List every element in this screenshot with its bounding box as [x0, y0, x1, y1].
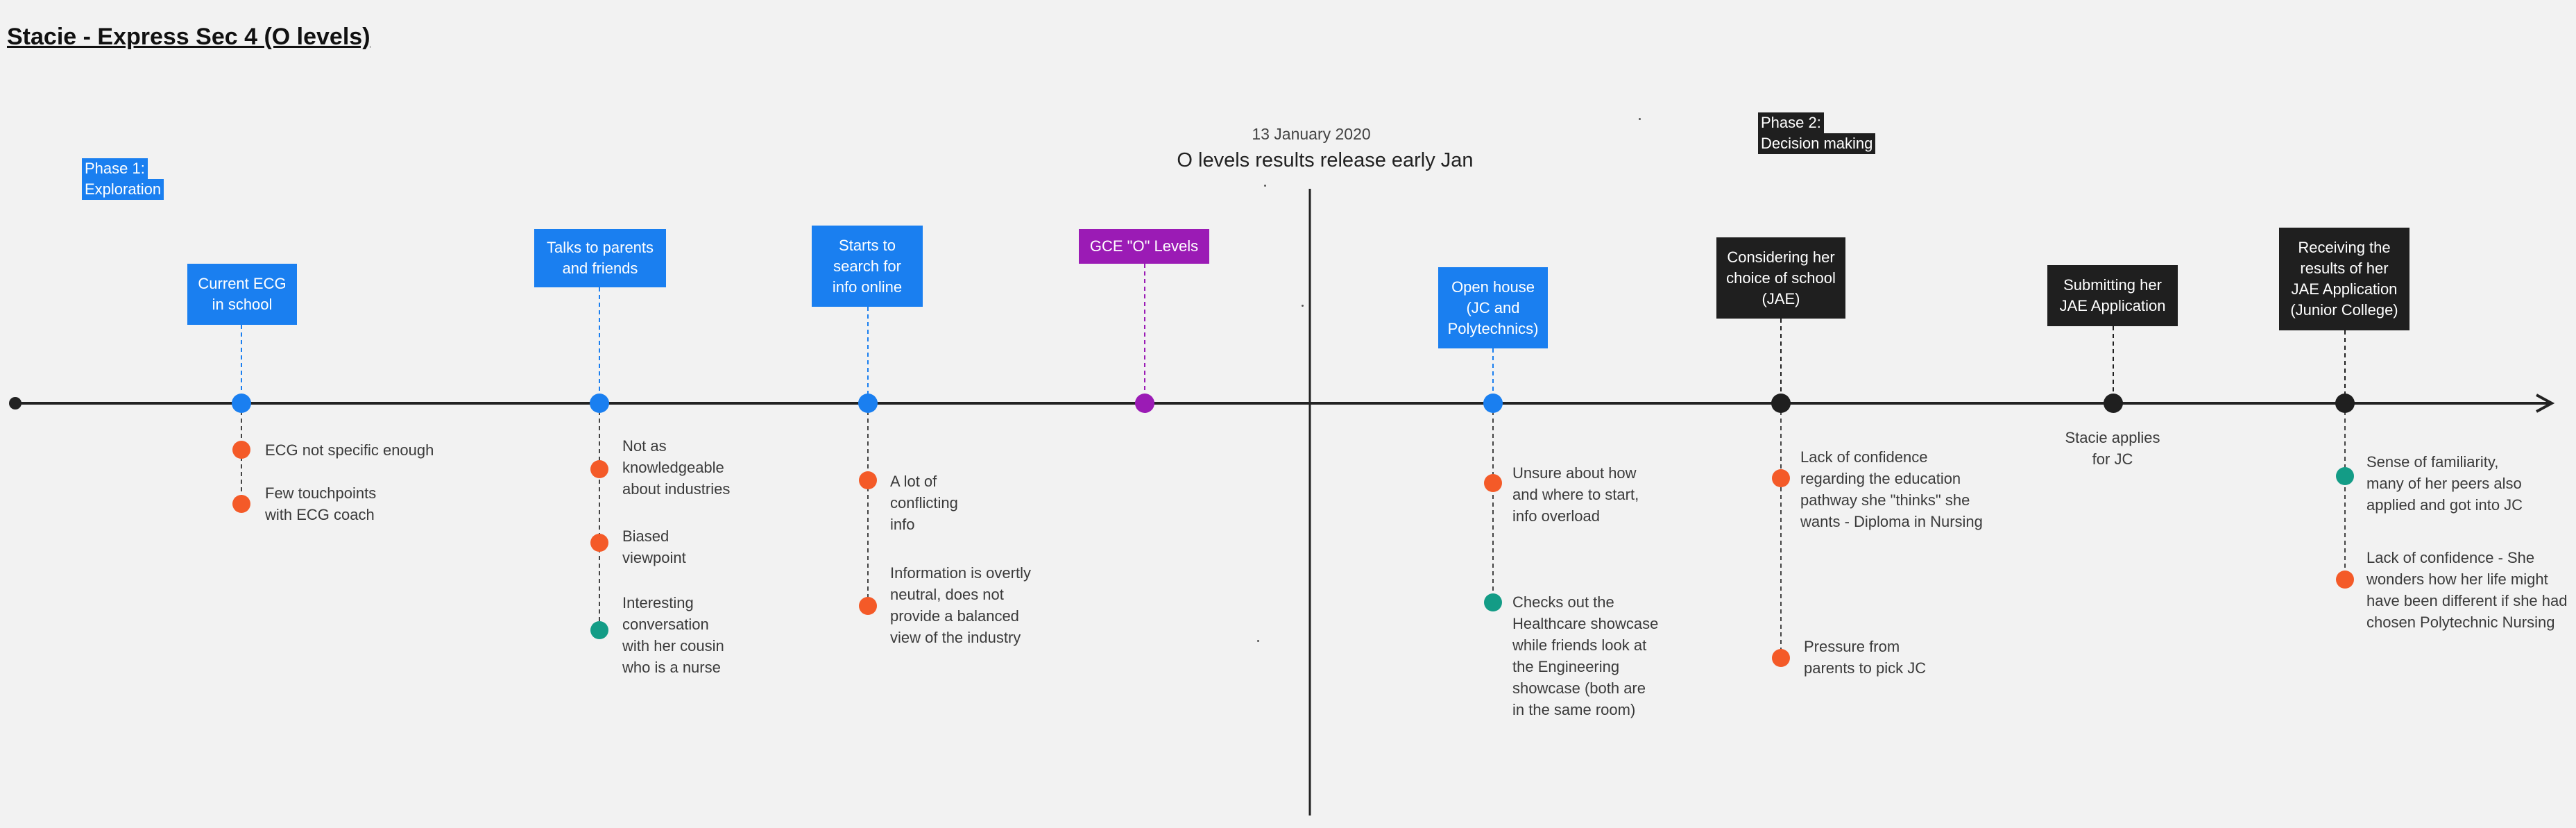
positive-note-dot	[590, 621, 608, 639]
note-cousin-nurse: Interesting conversation with her cousin…	[622, 594, 724, 676]
pain-point-dot	[859, 471, 877, 489]
event-card-search-online[interactable]: Starts to search for info online	[812, 226, 923, 307]
page-title: Stacie - Express Sec 4 (O levels)	[7, 24, 370, 50]
timeline-node	[1771, 394, 1791, 413]
note-info-overload: Unsure about how and where to start, inf…	[1512, 464, 1639, 525]
note-conflicting-info: A lot of conflicting info	[890, 473, 958, 533]
event-card-gce-o-levels[interactable]: GCE "O" Levels	[1079, 229, 1209, 264]
note-not-knowledgeable: Not as knowledgeable about industries	[622, 437, 731, 498]
note-ecg-not-specific: ECG not specific enough	[265, 441, 434, 459]
timeline-node	[858, 394, 878, 413]
timeline-node	[2335, 394, 2355, 413]
connector-lines	[241, 264, 2346, 658]
timeline-node	[1483, 394, 1503, 413]
event-card-considering-school[interactable]: Considering her choice of school (JAE)	[1716, 237, 1845, 319]
timeline-start-dot	[9, 397, 22, 409]
phase-2-name: Decision making	[1758, 133, 1876, 154]
phase-1-name: Exploration	[82, 179, 164, 200]
timeline-node	[232, 394, 251, 413]
positive-note-dot	[1484, 593, 1502, 611]
timeline-node	[1135, 394, 1154, 413]
pain-point-dot	[590, 460, 608, 478]
pain-point-dot	[2336, 571, 2354, 589]
pain-point-dot	[1772, 469, 1790, 487]
stray-dot	[1302, 305, 1304, 307]
caption-applies-jc: Stacie applies for JC	[2065, 429, 2160, 468]
stray-dot	[1257, 640, 1259, 642]
phase-1-number: Phase 1:	[82, 158, 148, 179]
note-healthcare-showcase: Checks out the Healthcare showcase while…	[1512, 593, 1659, 718]
timeline-node	[590, 394, 609, 413]
phase-2-label: Phase 2: Decision making	[1758, 112, 1876, 154]
positive-note-dot	[2336, 467, 2354, 485]
note-biased-viewpoint: Biased viewpoint	[622, 527, 686, 566]
note-overtly-neutral: Information is overtly neutral, does not…	[890, 564, 1031, 646]
pain-point-dot	[232, 495, 250, 513]
phase-2-number: Phase 2:	[1758, 112, 1824, 133]
note-wonders-polytechnic: Lack of confidence - She wonders how her…	[2366, 549, 2568, 631]
event-card-open-house[interactable]: Open house (JC and Polytechnics)	[1438, 267, 1548, 348]
phase-1-label: Phase 1: Exploration	[82, 158, 164, 200]
pain-point-dot	[1772, 649, 1790, 667]
stray-dot	[1264, 185, 1266, 187]
event-card-talks-to-parents[interactable]: Talks to parents and friends	[534, 229, 666, 287]
event-card-current-ecg[interactable]: Current ECG in school	[187, 264, 297, 325]
pain-point-dot	[590, 534, 608, 552]
stray-dot	[1639, 118, 1641, 120]
timeline-arrowhead	[2536, 394, 2555, 413]
milestone-label: O levels results release early Jan	[1177, 149, 1474, 171]
pain-point-dot	[1484, 474, 1502, 492]
note-lack-of-confidence-pathway: Lack of confidence regarding the educati…	[1800, 448, 1983, 530]
milestone-date: 13 January 2020	[1252, 125, 1371, 143]
pain-point-dot	[232, 441, 250, 459]
event-card-receiving-results[interactable]: Receiving the results of her JAE Applica…	[2279, 228, 2409, 330]
timeline-node	[2104, 394, 2123, 413]
note-parent-pressure: Pressure from parents to pick JC	[1804, 638, 1927, 677]
event-card-submitting-jae[interactable]: Submitting her JAE Application	[2047, 265, 2178, 326]
note-sense-of-familiarity: Sense of familiarity, many of her peers …	[2366, 453, 2523, 514]
pain-point-dot	[859, 597, 877, 615]
note-few-touchpoints: Few touchpoints with ECG coach	[265, 484, 377, 523]
